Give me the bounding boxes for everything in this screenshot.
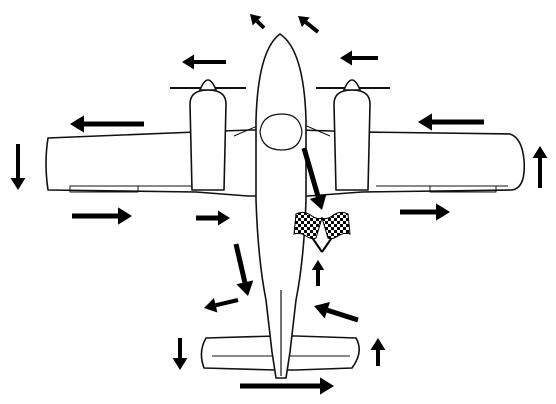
arrow-head bbox=[204, 298, 218, 313]
airflow-arrow bbox=[418, 113, 484, 131]
arrow-head bbox=[418, 113, 432, 131]
airflow-arrow bbox=[204, 298, 239, 313]
arrow-head bbox=[320, 377, 334, 395]
arrow-head bbox=[340, 50, 352, 66]
arrow-shaft bbox=[255, 19, 266, 30]
airflow-arrow bbox=[70, 115, 144, 133]
airflow-arrow bbox=[340, 50, 378, 66]
airflow-arrow bbox=[172, 338, 188, 370]
arrow-head bbox=[182, 54, 194, 70]
cockpit-canopy bbox=[259, 113, 303, 151]
airflow-arrow bbox=[72, 207, 132, 225]
airflow-arrow bbox=[532, 146, 548, 188]
arrow-head bbox=[118, 207, 132, 225]
airflow-arrow bbox=[233, 243, 254, 296]
right-engine-nacelle bbox=[333, 89, 371, 191]
arrow-head bbox=[314, 301, 330, 319]
arrow-shaft bbox=[301, 147, 321, 198]
left-engine-nacelle bbox=[189, 89, 227, 191]
airplane-outline bbox=[45, 33, 526, 379]
arrow-head bbox=[298, 16, 310, 28]
airflow-arrow bbox=[301, 147, 327, 210]
airflow-arrow bbox=[311, 260, 325, 286]
arrow-head bbox=[370, 338, 386, 350]
arrow-head bbox=[532, 146, 548, 158]
right-flag bbox=[321, 211, 351, 240]
right-spinner bbox=[343, 79, 361, 91]
airflow-arrow bbox=[314, 301, 359, 323]
arrow-shaft bbox=[233, 243, 248, 283]
arrow-shaft bbox=[304, 20, 320, 34]
airflow-arrow bbox=[370, 338, 386, 366]
arrow-head bbox=[10, 178, 26, 190]
arrow-head bbox=[250, 14, 262, 26]
left-flag bbox=[293, 211, 323, 240]
airflow-arrow bbox=[196, 210, 230, 226]
left-spinner bbox=[199, 79, 217, 91]
airflow-arrow bbox=[298, 16, 320, 34]
arrow-head bbox=[70, 115, 84, 133]
airflow-arrow bbox=[400, 203, 450, 221]
arrow-head bbox=[172, 358, 188, 370]
arrow-head bbox=[236, 280, 254, 296]
airflow-arrow bbox=[182, 54, 226, 70]
right-aileron bbox=[429, 185, 497, 193]
arrow-head bbox=[309, 194, 327, 210]
airflow-arrow bbox=[240, 377, 334, 395]
airflow-arrow bbox=[250, 14, 266, 30]
arrow-shaft bbox=[215, 298, 239, 308]
airflow-arrow bbox=[10, 144, 26, 190]
airflow-arrows bbox=[10, 14, 548, 395]
arrow-head bbox=[218, 210, 230, 226]
arrow-shaft bbox=[326, 307, 359, 323]
left-aileron bbox=[69, 185, 139, 193]
arrow-head bbox=[436, 203, 450, 221]
arrow-head bbox=[311, 260, 325, 270]
checkered-flags-icon bbox=[293, 211, 351, 253]
